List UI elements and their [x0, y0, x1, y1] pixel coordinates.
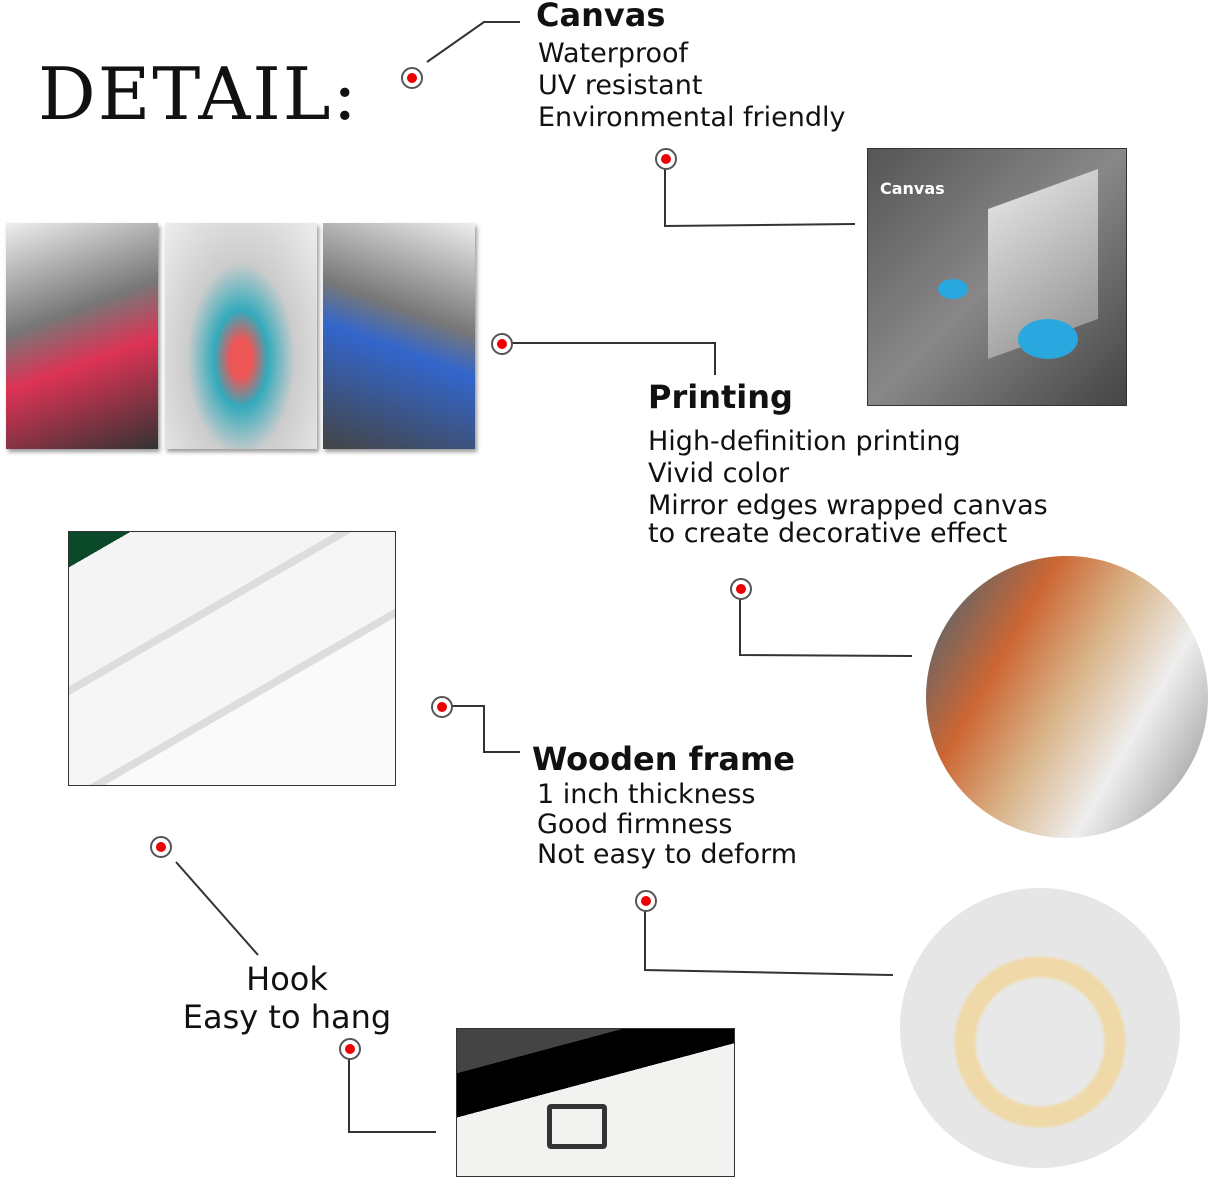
printing-features: High-definition printing Vivid color Mir… [648, 426, 1048, 550]
marker-dot [730, 578, 752, 600]
blue-flowers [1018, 319, 1078, 359]
page-title: DETAIL: [38, 52, 359, 136]
feature: 1 inch thickness [537, 779, 756, 810]
blue-flowers [938, 279, 968, 299]
marker-dot [431, 696, 453, 718]
canvas-photo: Canvas [867, 148, 1127, 406]
marker-dot [150, 836, 172, 858]
artwork-panel-middle [165, 223, 317, 449]
photo-label: Canvas [880, 179, 945, 198]
feature: Vivid color [648, 458, 790, 489]
feature: High-definition printing [648, 426, 961, 457]
hook-heading: Hook [246, 960, 328, 998]
feature: UV resistant [538, 70, 703, 101]
hook-text: Hook Easy to hang [176, 960, 398, 1036]
artwork-panel-right [323, 223, 475, 449]
marker-dot [491, 333, 513, 355]
wooden-frame-photo [900, 888, 1180, 1168]
frame-heading: Wooden frame [532, 740, 795, 778]
marker-dot [339, 1038, 361, 1060]
artwork-panel-left [6, 223, 158, 449]
marker-dot [655, 148, 677, 170]
stacked-frames-photo [68, 531, 396, 786]
feature: Mirror edges wrapped canvas [648, 490, 1048, 521]
hook-photo [456, 1028, 735, 1177]
feature: Not easy to deform [537, 839, 798, 870]
feature: to create decorative effect [648, 518, 1008, 549]
feature: Easy to hang [182, 998, 392, 1036]
marker-dot [635, 890, 657, 912]
feature: Environmental friendly [538, 102, 846, 133]
feature: Good firmness [537, 809, 733, 840]
marker-dot [401, 67, 423, 89]
feature: Waterproof [538, 38, 689, 69]
canvas-heading: Canvas [536, 0, 666, 34]
hook-icon [547, 1104, 607, 1149]
printing-heading: Printing [648, 378, 793, 416]
frame-features: 1 inch thickness Good firmness Not easy … [537, 780, 797, 870]
canvas-features: Waterproof UV resistant Environmental fr… [538, 38, 845, 134]
mirror-edge-photo [926, 556, 1208, 838]
